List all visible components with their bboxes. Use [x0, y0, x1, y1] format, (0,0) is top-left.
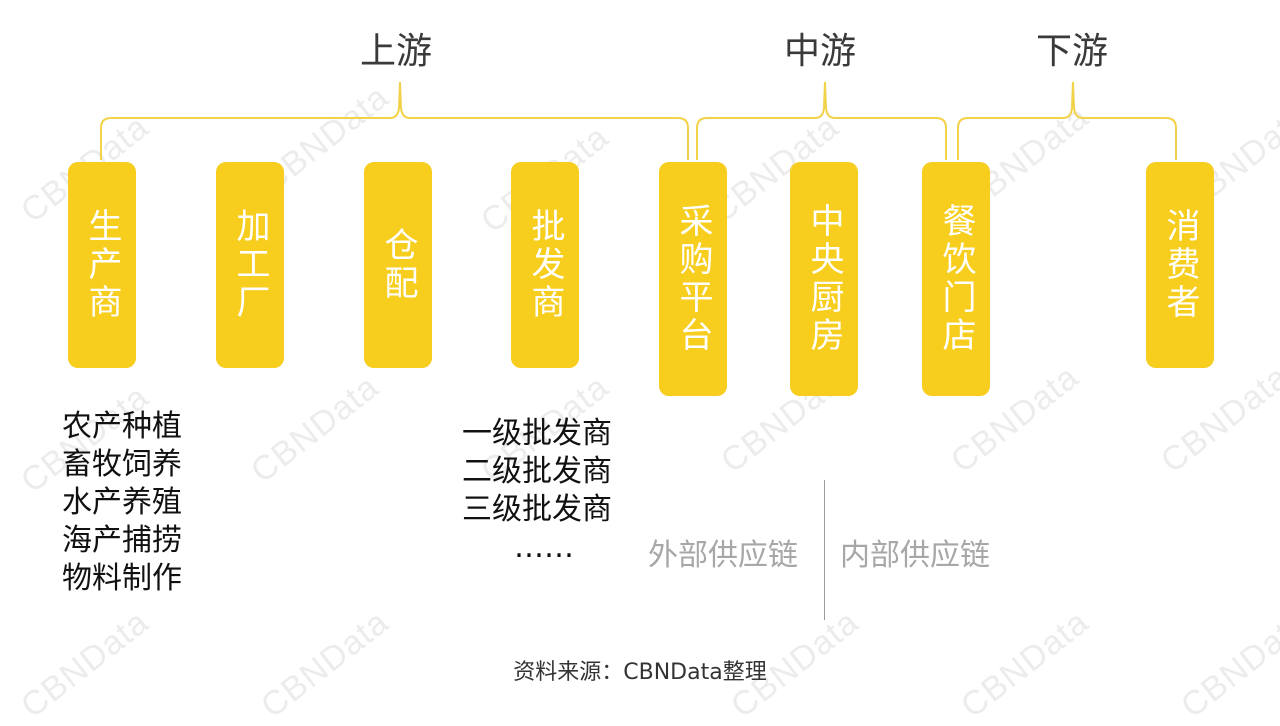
- list-item: 农产种植: [62, 409, 182, 444]
- node-wholesaler: 批发商: [511, 162, 579, 368]
- supply-chain-divider: [824, 480, 825, 620]
- node-procurement-platform: 采购平台: [659, 162, 727, 396]
- node-producer: 生产商: [68, 162, 136, 368]
- node-label: 中央厨房: [804, 203, 844, 355]
- node-label: 加工厂: [230, 208, 270, 322]
- node-warehouse: 仓配: [364, 162, 432, 368]
- list-item: 畜牧饲养: [62, 447, 182, 482]
- source-note: 资料来源：CBNData整理: [513, 660, 767, 685]
- node-label: 消费者: [1160, 208, 1200, 322]
- node-central-kitchen: 中央厨房: [790, 162, 858, 396]
- section-label-midstream: 中游: [783, 31, 856, 72]
- bracket-midstream: [696, 81, 947, 160]
- section-label-upstream: 上游: [359, 31, 432, 72]
- list-item: ……: [514, 530, 574, 565]
- node-consumer: 消费者: [1146, 162, 1214, 368]
- bracket-upstream: [100, 81, 689, 160]
- list-item: 二级批发商: [462, 454, 612, 489]
- node-label: 采购平台: [673, 203, 713, 355]
- wholesaler-items-list: 一级批发商 二级批发商 三级批发商 ……: [462, 415, 612, 567]
- section-label-downstream: 下游: [1035, 31, 1108, 72]
- node-processing-plant: 加工厂: [216, 162, 284, 368]
- node-restaurant: 餐饮门店: [922, 162, 990, 396]
- list-item: 物料制作: [62, 561, 182, 596]
- bracket-downstream: [957, 81, 1177, 160]
- internal-supply-chain-label: 内部供应链: [840, 538, 990, 573]
- list-item: 一级批发商: [462, 416, 612, 451]
- list-item: 海产捕捞: [62, 523, 182, 558]
- node-label: 批发商: [525, 208, 565, 322]
- producer-items-list: 农产种植 畜牧饲养 水产养殖 海产捕捞 物料制作: [62, 408, 182, 598]
- node-label: 餐饮门店: [936, 203, 976, 355]
- supply-chain-diagram: CBNData CBNData CBNData CBNData CBNData …: [14, 31, 1280, 725]
- section-brackets: [100, 81, 1177, 160]
- external-supply-chain-label: 外部供应链: [648, 538, 798, 573]
- list-item: 三级批发商: [462, 492, 612, 527]
- node-label: 仓配: [378, 227, 418, 303]
- node-label: 生产商: [82, 208, 122, 322]
- list-item: 水产养殖: [62, 485, 182, 520]
